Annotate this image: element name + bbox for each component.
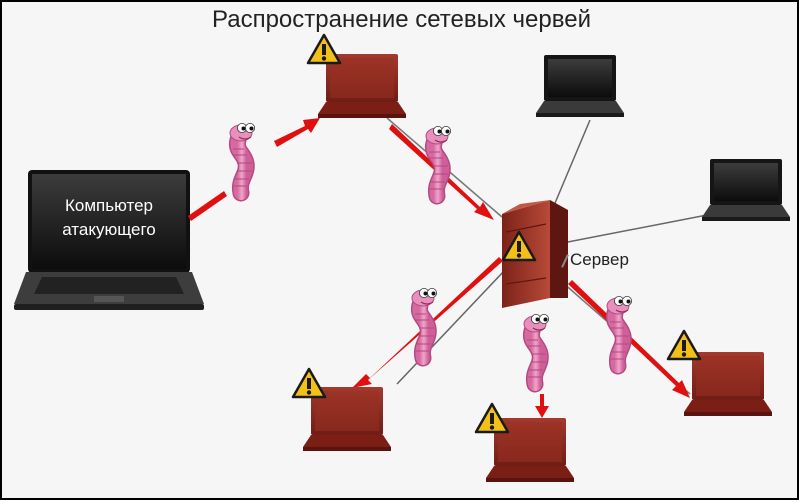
worm-icon (607, 296, 632, 366)
arrow-icon (535, 394, 549, 418)
attacker-label-line: Компьютер (34, 194, 184, 218)
warning-icon (668, 331, 700, 359)
warning-icon (308, 35, 340, 63)
server-label: Сервер (570, 250, 629, 270)
warning-icon (293, 369, 325, 397)
worm-icon (230, 123, 255, 193)
attacker-label: Компьютер атакующего (34, 194, 184, 242)
arrow-icon (188, 191, 227, 221)
infected-laptop-bottom-right (684, 352, 772, 416)
diagram-title: Распространение сетевых червей (2, 6, 799, 34)
attacker-label-line: атакующего (34, 218, 184, 242)
arrow-icon (274, 118, 320, 147)
clean-laptop-top (536, 55, 624, 117)
worm-icon (524, 314, 549, 384)
clean-laptop-right (702, 159, 790, 221)
worm-icon (412, 288, 437, 358)
